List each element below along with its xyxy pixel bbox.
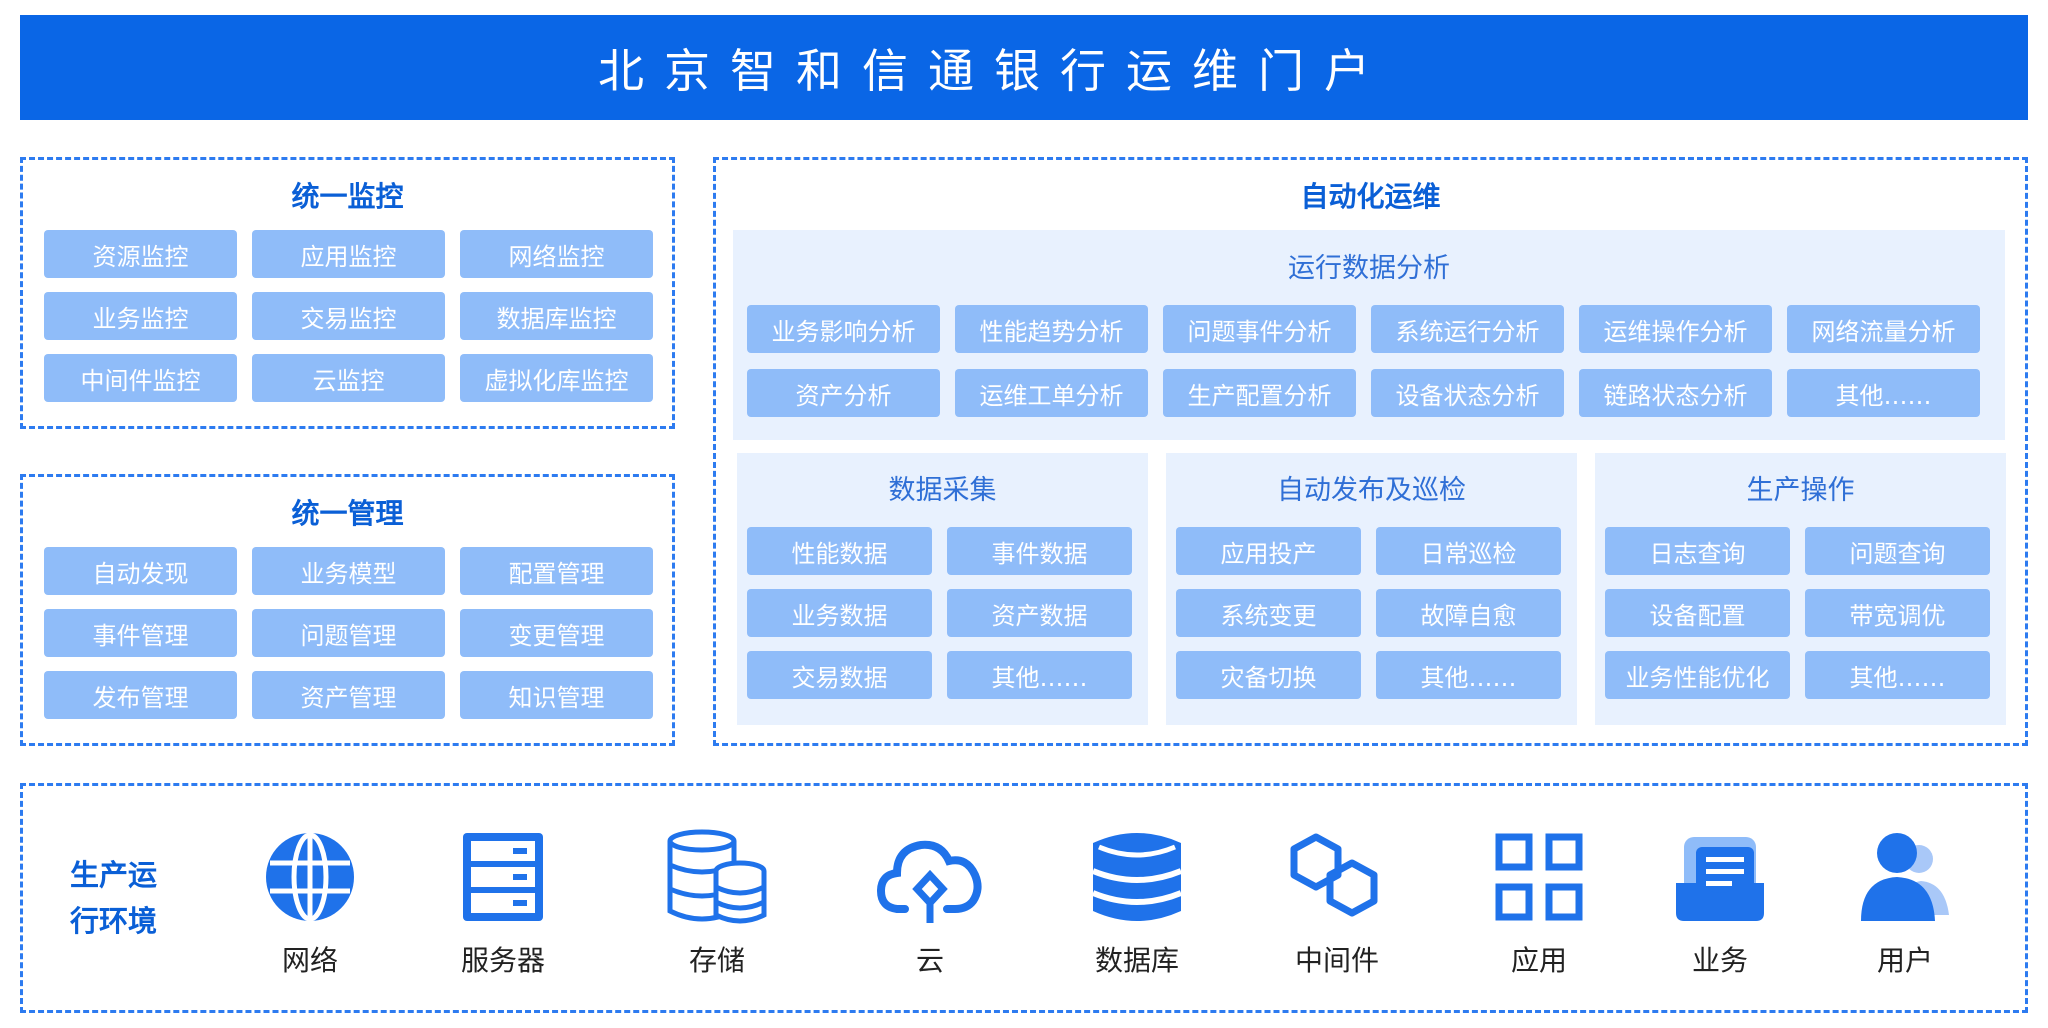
cloud-monitoring-button[interactable]: 云监控	[252, 354, 445, 402]
release-inspection-title: 自动发布及巡检	[1277, 475, 1466, 506]
problem-event-analysis-button[interactable]: 问题事件分析	[1163, 305, 1356, 353]
data-analysis-section: 运行数据分析 业务影响分析 性能趋势分析 问题事件分析 系统运行分析 运维操作分…	[733, 230, 2005, 440]
resource-monitoring-button[interactable]: 资源监控	[44, 230, 237, 278]
env-cloud[interactable]: 云	[850, 827, 1010, 979]
env-user-label: 用户	[1876, 944, 1933, 977]
transaction-monitoring-button[interactable]: 交易监控	[252, 292, 445, 340]
asset-management-button[interactable]: 资产管理	[252, 671, 445, 719]
fault-self-healing-button[interactable]: 故障自愈	[1376, 589, 1561, 637]
system-change-button[interactable]: 系统变更	[1176, 589, 1361, 637]
ops-operation-analysis-button[interactable]: 运维操作分析	[1579, 305, 1772, 353]
database-monitoring-button[interactable]: 数据库监控	[460, 292, 653, 340]
ops-ticket-analysis-button[interactable]: 运维工单分析	[955, 369, 1148, 417]
automation-title: 自动化运维	[1300, 180, 1441, 213]
env-label-line2: 行环境	[70, 904, 158, 938]
bandwidth-tuning-button[interactable]: 带宽调优	[1805, 589, 1990, 637]
performance-trend-analysis-button[interactable]: 性能趋势分析	[955, 305, 1148, 353]
globe-icon	[266, 832, 354, 922]
production-config-analysis-button[interactable]: 生产配置分析	[1163, 369, 1356, 417]
env-database-label: 数据库	[1094, 944, 1179, 977]
env-application-label: 应用	[1510, 944, 1567, 977]
automation-panel: 自动化运维 运行数据分析 业务影响分析 性能趋势分析 问题事件分析 系统运行分析…	[713, 157, 2028, 746]
env-server-label: 服务器	[460, 944, 545, 977]
env-storage-label: 存储	[688, 944, 745, 977]
asset-analysis-button[interactable]: 资产分析	[747, 369, 940, 417]
problem-management-button[interactable]: 问题管理	[252, 609, 445, 657]
business-data-button[interactable]: 业务数据	[747, 589, 932, 637]
unified-management-title: 统一管理	[291, 497, 404, 530]
middleware-icon	[1290, 833, 1378, 917]
business-impact-analysis-button[interactable]: 业务影响分析	[747, 305, 940, 353]
business-monitoring-button[interactable]: 业务监控	[44, 292, 237, 340]
data-collection-section: 数据采集 性能数据 事件数据 业务数据 资产数据 交易数据 其他……	[737, 453, 1148, 725]
env-database[interactable]: 数据库	[1057, 827, 1217, 979]
collection-other-button[interactable]: 其他……	[947, 651, 1132, 699]
production-operations-title: 生产操作	[1746, 475, 1855, 506]
production-environment-label: 生产运 行环境	[70, 852, 170, 944]
unified-monitoring-title: 统一监控	[291, 180, 404, 213]
env-label-line1: 生产运	[70, 858, 158, 892]
page-title: 北京智和信通银行运维门户	[598, 43, 1390, 98]
business-icon	[1676, 837, 1764, 921]
operations-other-button[interactable]: 其他……	[1805, 651, 1990, 699]
env-user[interactable]: 用户	[1825, 827, 1985, 979]
env-middleware[interactable]: 中间件	[1257, 827, 1417, 979]
disaster-recovery-switch-button[interactable]: 灾备切换	[1176, 651, 1361, 699]
unified-management-panel: 统一管理 自动发现 业务模型 配置管理 事件管理 问题管理 变更管理 发布管理 …	[20, 474, 675, 746]
env-network-label: 网络	[281, 944, 338, 977]
unified-monitoring-panel: 统一监控 资源监控 应用监控 网络监控 业务监控 交易监控 数据库监控 中间件监…	[20, 157, 675, 429]
release-other-button[interactable]: 其他……	[1376, 651, 1561, 699]
knowledge-management-button[interactable]: 知识管理	[460, 671, 653, 719]
production-operations-section: 生产操作 日志查询 问题查询 设备配置 带宽调优 业务性能优化 其他……	[1595, 453, 2006, 725]
user-icon	[1861, 833, 1949, 921]
performance-data-button[interactable]: 性能数据	[747, 527, 932, 575]
event-management-button[interactable]: 事件管理	[44, 609, 237, 657]
business-model-button[interactable]: 业务模型	[252, 547, 445, 595]
asset-data-button[interactable]: 资产数据	[947, 589, 1132, 637]
app-deployment-button[interactable]: 应用投产	[1176, 527, 1361, 575]
header-banner: 北京智和信通银行运维门户	[20, 15, 2028, 120]
env-application[interactable]: 应用	[1459, 827, 1619, 979]
storage-icon	[667, 829, 767, 924]
cloud-icon	[876, 840, 982, 923]
business-performance-optimization-button[interactable]: 业务性能优化	[1605, 651, 1790, 699]
transaction-data-button[interactable]: 交易数据	[747, 651, 932, 699]
network-traffic-analysis-button[interactable]: 网络流量分析	[1787, 305, 1980, 353]
apps-icon	[1495, 833, 1583, 921]
env-cloud-label: 云	[915, 944, 944, 977]
network-monitoring-button[interactable]: 网络监控	[460, 230, 653, 278]
system-run-analysis-button[interactable]: 系统运行分析	[1371, 305, 1564, 353]
daily-inspection-button[interactable]: 日常巡检	[1376, 527, 1561, 575]
device-status-analysis-button[interactable]: 设备状态分析	[1371, 369, 1564, 417]
config-management-button[interactable]: 配置管理	[460, 547, 653, 595]
link-status-analysis-button[interactable]: 链路状态分析	[1579, 369, 1772, 417]
event-data-button[interactable]: 事件数据	[947, 527, 1132, 575]
virtualization-monitoring-button[interactable]: 虚拟化库监控	[460, 354, 653, 402]
env-network[interactable]: 网络	[230, 827, 390, 979]
production-environment-panel	[20, 783, 2028, 1013]
log-query-button[interactable]: 日志查询	[1605, 527, 1790, 575]
env-middleware-label: 中间件	[1294, 944, 1379, 977]
problem-query-button[interactable]: 问题查询	[1805, 527, 1990, 575]
middleware-monitoring-button[interactable]: 中间件监控	[44, 354, 237, 402]
analysis-other-button[interactable]: 其他……	[1787, 369, 1980, 417]
release-inspection-section: 自动发布及巡检 应用投产 日常巡检 系统变更 故障自愈 灾备切换 其他……	[1166, 453, 1577, 725]
device-config-button[interactable]: 设备配置	[1605, 589, 1790, 637]
database-icon	[1091, 833, 1183, 921]
data-analysis-title: 运行数据分析	[1288, 253, 1450, 284]
change-management-button[interactable]: 变更管理	[460, 609, 653, 657]
env-business[interactable]: 业务	[1640, 827, 1800, 979]
env-business-label: 业务	[1691, 944, 1748, 977]
release-management-button[interactable]: 发布管理	[44, 671, 237, 719]
env-storage[interactable]: 存储	[637, 827, 797, 979]
data-collection-title: 数据采集	[888, 475, 997, 506]
auto-discovery-button[interactable]: 自动发现	[44, 547, 237, 595]
env-server[interactable]: 服务器	[423, 827, 583, 979]
server-icon	[463, 833, 543, 921]
application-monitoring-button[interactable]: 应用监控	[252, 230, 445, 278]
